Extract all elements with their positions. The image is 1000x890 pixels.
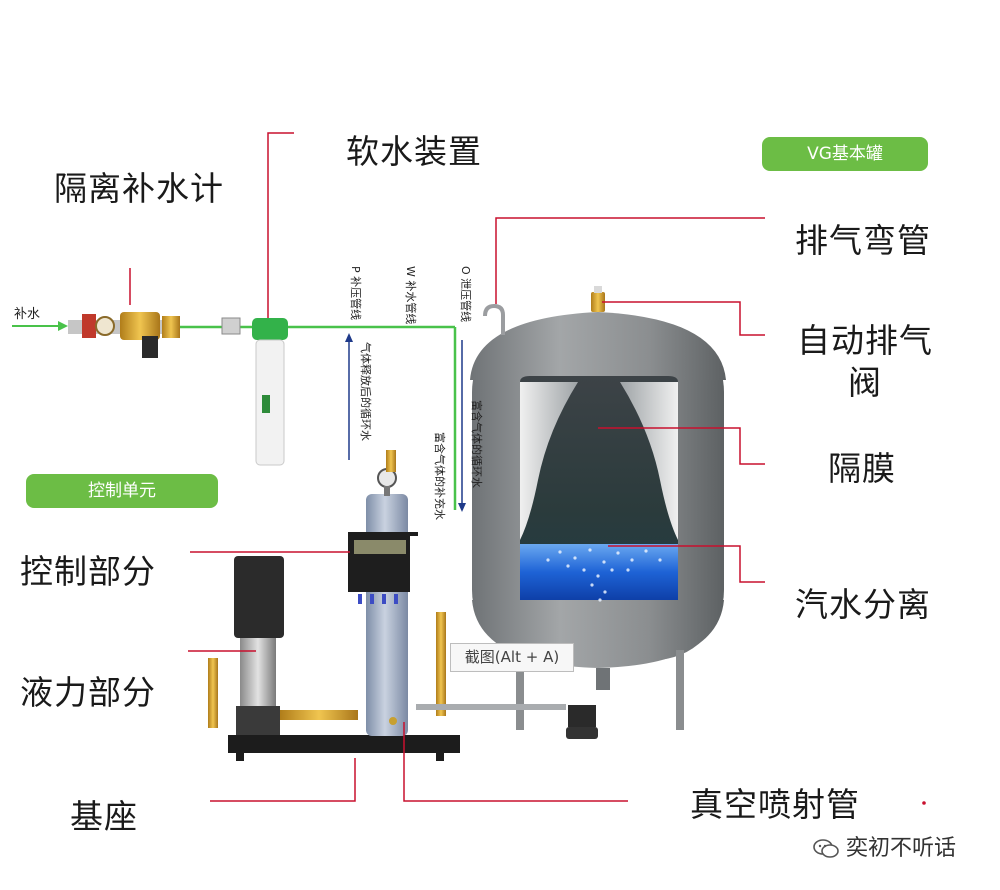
wechat-icon (813, 839, 839, 858)
p-flow-label: 气体释放后的循环水 (359, 342, 373, 441)
label-auto-vent-2: 阀 (848, 363, 882, 402)
label-softener: 软水装置 (346, 132, 482, 171)
watermark: 奕初不听话 (812, 830, 956, 862)
makeup-arrow-head (58, 321, 68, 331)
isolation-meter-unit (68, 312, 180, 358)
label-control-part: 控制部分 (20, 552, 156, 591)
o-line-label: O 泄压管线 (459, 266, 473, 322)
stray-dot (922, 801, 926, 805)
w-line-label: W 补水管线 (404, 266, 418, 324)
label-steam-water-separation: 汽水分离 (795, 585, 931, 624)
p-line-label: P 补压管线 (349, 266, 363, 320)
refill-flow-label: 富含气体的补充水 (433, 432, 447, 520)
leader-lines (129, 132, 765, 802)
vg-tank-pill: VG基本罐 (762, 137, 928, 171)
leader-base (210, 758, 356, 802)
leader-softener (267, 132, 294, 318)
leader-steam-water (608, 545, 765, 583)
softener-unit (252, 318, 288, 466)
leader-vent-elbow (495, 217, 765, 304)
o-flow-arrowhead (458, 503, 466, 512)
label-hydraulic-part: 液力部分 (20, 673, 156, 712)
watermark-text: 奕初不听话 (846, 836, 957, 861)
control-unit-pill: 控制单元 (26, 474, 218, 508)
label-auto-vent-1: 自动排气 (797, 321, 933, 360)
bubbles (546, 548, 662, 602)
leader-auto-vent (602, 301, 765, 336)
o-flow-label: 富含气体的循环水 (470, 400, 484, 488)
label-vent-elbow: 排气弯管 (795, 221, 931, 260)
leader-vacuum-jet (403, 722, 628, 802)
p-flow-arrowhead (345, 333, 353, 342)
label-vacuum-jet: 真空喷射管 (690, 785, 860, 824)
vent-elbow-pipe (483, 303, 505, 335)
inline-valve (221, 317, 241, 335)
label-isolation-meter: 隔离补水计 (54, 169, 224, 208)
makeup-water-label: 补水 (14, 307, 40, 322)
leader-diaphragm (598, 427, 765, 465)
auto-vent-valve (591, 286, 605, 312)
control-unit (208, 450, 598, 761)
label-base: 基座 (70, 797, 138, 836)
label-diaphragm: 隔膜 (828, 449, 896, 488)
screenshot-tooltip: 截图(Alt + A) (450, 643, 574, 672)
